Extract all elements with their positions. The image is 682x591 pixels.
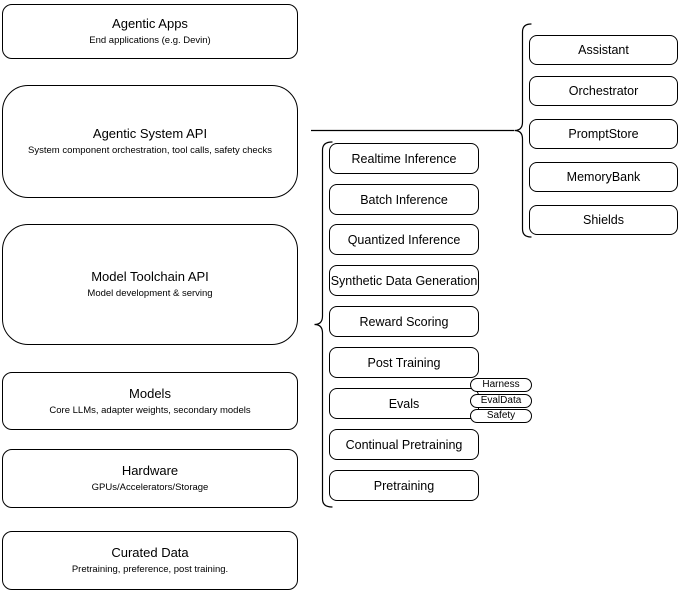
node-title: Model Toolchain API [91,269,209,284]
node-models: Models Core LLMs, adapter weights, secon… [2,372,298,430]
node-subtitle: Model development & serving [87,288,213,299]
node-title: Hardware [121,463,179,478]
node-pretraining: Pretraining [329,470,479,501]
node-continual-pretraining: Continual Pretraining [329,429,479,460]
node-synthetic-data-generation: Synthetic Data Generation [329,265,479,296]
node-hardware: Hardware GPUs/Accelerators/Storage [2,449,298,508]
node-agentic-apps: Agentic Apps End applications (e.g. Devi… [2,4,298,59]
node-shields: Shields [529,205,678,235]
node-curated-data: Curated Data Pretraining, preference, po… [2,531,298,590]
badge-harness: Harness [470,378,532,392]
node-orchestrator: Orchestrator [529,76,678,106]
node-batch-inference: Batch Inference [329,184,479,215]
node-quantized-inference: Quantized Inference [329,224,479,255]
node-realtime-inference: Realtime Inference [329,143,479,174]
node-title: Agentic Apps [112,16,188,31]
node-model-toolchain-api: Model Toolchain API Model development & … [2,224,298,345]
node-subtitle: GPUs/Accelerators/Storage [91,482,209,493]
node-reward-scoring: Reward Scoring [329,306,479,337]
badge-safety: Safety [470,409,532,423]
node-subtitle: Pretraining, preference, post training. [71,564,229,575]
node-assistant: Assistant [529,35,678,65]
node-evals: Evals [329,388,479,419]
node-subtitle: Core LLMs, adapter weights, secondary mo… [49,404,251,416]
node-memorybank: MemoryBank [529,162,678,192]
node-title: Curated Data [111,545,189,560]
node-title: Models [129,385,171,401]
badge-evaldata: EvalData [470,394,532,408]
node-title: Agentic System API [92,126,208,141]
node-subtitle: End applications (e.g. Devin) [89,35,211,46]
node-promptstore: PromptStore [529,119,678,149]
node-subtitle: System component orchestration, tool cal… [28,145,272,156]
node-agentic-system-api: Agentic System API System component orch… [2,85,298,198]
node-post-training: Post Training [329,347,479,378]
